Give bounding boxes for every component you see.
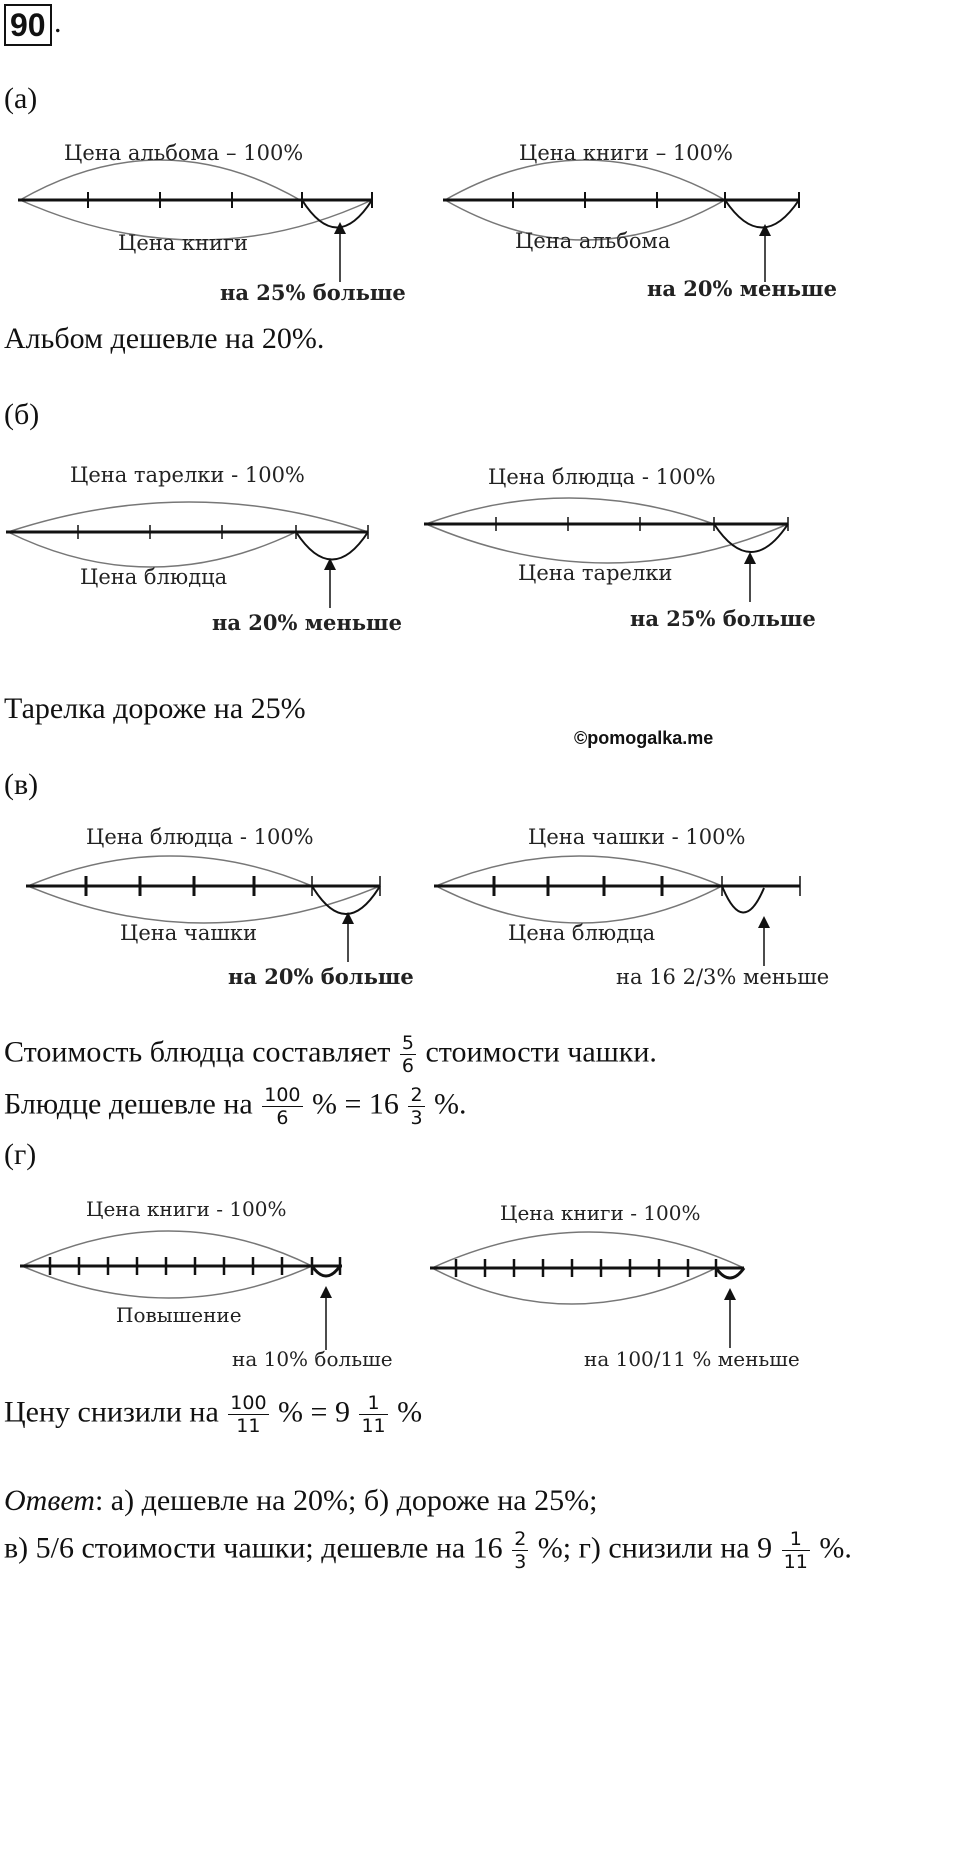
- diagram-c-left: Цена блюдца - 100% Цена чашки на 20% бол…: [26, 825, 414, 989]
- answer-line2-mid: %; г) снизили на 9: [537, 1531, 773, 1565]
- extra-part-arc: [713, 523, 789, 553]
- part-c-line1-post: стоимости чашки.: [425, 1035, 657, 1069]
- cut-part-arc: [714, 1267, 746, 1280]
- bottom-label: Цена тарелки: [518, 561, 672, 585]
- diagram-d-left: Цена книги - 100% Повышение на 10% больш…: [20, 1197, 393, 1371]
- answer-line1: Ответ: а) дешевле на 20%; б) дороже на 2…: [4, 1484, 597, 1518]
- top-arc: [444, 159, 726, 201]
- extra-part-arc: [311, 885, 381, 915]
- arrow-head: [320, 1286, 332, 1298]
- top-arc: [27, 855, 313, 887]
- diagram-c-right: Цена чашки - 100% Цена блюдца на 16 2/3%…: [434, 825, 829, 989]
- top-label: Цена книги – 100%: [519, 141, 733, 165]
- bottom-arc: [27, 885, 381, 924]
- arrow-label: на 25% больше: [220, 280, 406, 305]
- extra-part-arc: [310, 1265, 342, 1278]
- top-arc: [431, 1231, 745, 1269]
- answer-line2-post: %.: [819, 1531, 852, 1565]
- problem-number-dot: .: [54, 6, 62, 39]
- bottom-arc: [7, 531, 297, 568]
- arrow-head: [724, 1288, 736, 1300]
- bottom-label: Цена блюдца: [508, 921, 655, 945]
- part-d-line-pre: Цену снизили на: [4, 1395, 219, 1429]
- top-arc: [19, 159, 301, 201]
- arrow-head: [324, 558, 336, 570]
- diagram-a-left: Цена альбома – 100% Цена книги на 25% бо…: [18, 141, 406, 305]
- part-c-line2-pre: Блюдце дешевле на: [4, 1087, 253, 1121]
- arrow-head: [342, 912, 354, 924]
- top-arc: [21, 1230, 313, 1267]
- top-arc: [435, 855, 723, 887]
- cut-part-arc: [724, 199, 800, 229]
- arrow-label: на 20% меньше: [212, 610, 402, 635]
- diagram-b-left: Цена тарелки - 100% Цена блюдца на 20% м…: [6, 463, 402, 635]
- top-arc: [425, 497, 715, 525]
- top-arc: [7, 501, 369, 533]
- arrow-head: [758, 916, 770, 928]
- arrow-head: [744, 552, 756, 564]
- answer-line1-text: : а) дешевле на 20%; б) дороже на 25%;: [94, 1484, 598, 1517]
- part-c-line2-post: %.: [434, 1087, 467, 1121]
- bottom-arc: [444, 199, 726, 241]
- diagram-d-right: Цена книги - 100% на 100/11 % меньше: [430, 1201, 800, 1371]
- bottom-arc: [425, 523, 789, 564]
- top-label: Цена книги - 100%: [500, 1201, 701, 1225]
- top-label: Цена блюдца - 100%: [488, 465, 716, 489]
- answer-line2-pre: в) 5/6 стоимости чашки; дешевле на 16: [4, 1531, 503, 1565]
- arrow-head: [759, 224, 771, 236]
- problem-number: 90: [4, 4, 52, 46]
- part-a-conclusion: Альбом дешевле на 20%.: [4, 322, 325, 355]
- bottom-arc: [435, 885, 723, 924]
- bottom-label: Цена блюдца: [80, 565, 227, 589]
- cut-part-arc: [721, 885, 765, 914]
- part-d-label: (г): [4, 1138, 37, 1171]
- part-d-line-post: %: [397, 1395, 423, 1429]
- diagram-a-right: Цена книги – 100% Цена альбома на 20% ме…: [443, 141, 837, 301]
- arrow-label: на 25% больше: [630, 606, 816, 631]
- bottom-label: Цена чашки: [120, 921, 257, 945]
- top-label: Цена тарелки - 100%: [70, 463, 305, 487]
- diagram-b-right: Цена блюдца - 100% Цена тарелки на 25% б…: [424, 465, 816, 631]
- arrow-label: на 100/11 % меньше: [584, 1347, 800, 1371]
- top-label: Цена блюдца - 100%: [86, 825, 314, 849]
- bottom-arc: [431, 1267, 717, 1305]
- arrow-label: на 16 2/3% меньше: [616, 965, 829, 989]
- part-a-label: (а): [4, 82, 38, 115]
- bottom-label: Цена книги: [118, 231, 248, 255]
- part-b-conclusion: Тарелка дороже на 25%: [4, 692, 306, 725]
- bottom-label: Цена альбома: [515, 229, 670, 253]
- arrow-label: на 20% меньше: [647, 276, 837, 301]
- cut-part-arc: [295, 531, 369, 561]
- part-c-label: (в): [4, 768, 39, 801]
- arrow-head: [334, 222, 346, 234]
- part-d-line-mid: % = 9: [278, 1395, 350, 1429]
- top-label: Цена чашки - 100%: [528, 825, 745, 849]
- part-b-label: (б): [4, 398, 40, 431]
- top-label: Цена альбома – 100%: [64, 141, 303, 165]
- extra-part-arc: [301, 199, 373, 229]
- part-c-line2-mid: % = 16: [312, 1087, 399, 1121]
- top-label: Цена книги - 100%: [86, 1197, 287, 1221]
- answer-label: Ответ: [4, 1484, 95, 1517]
- part-c-line1-pre: Стоимость блюдца составляет: [4, 1035, 391, 1069]
- bottom-label: Повышение: [116, 1303, 242, 1327]
- arrow-label: на 10% больше: [232, 1347, 393, 1371]
- bottom-arc: [19, 199, 373, 241]
- watermark: ©pomogalka.me: [574, 728, 714, 748]
- arrow-label: на 20% больше: [228, 964, 414, 989]
- bottom-arc: [21, 1265, 313, 1299]
